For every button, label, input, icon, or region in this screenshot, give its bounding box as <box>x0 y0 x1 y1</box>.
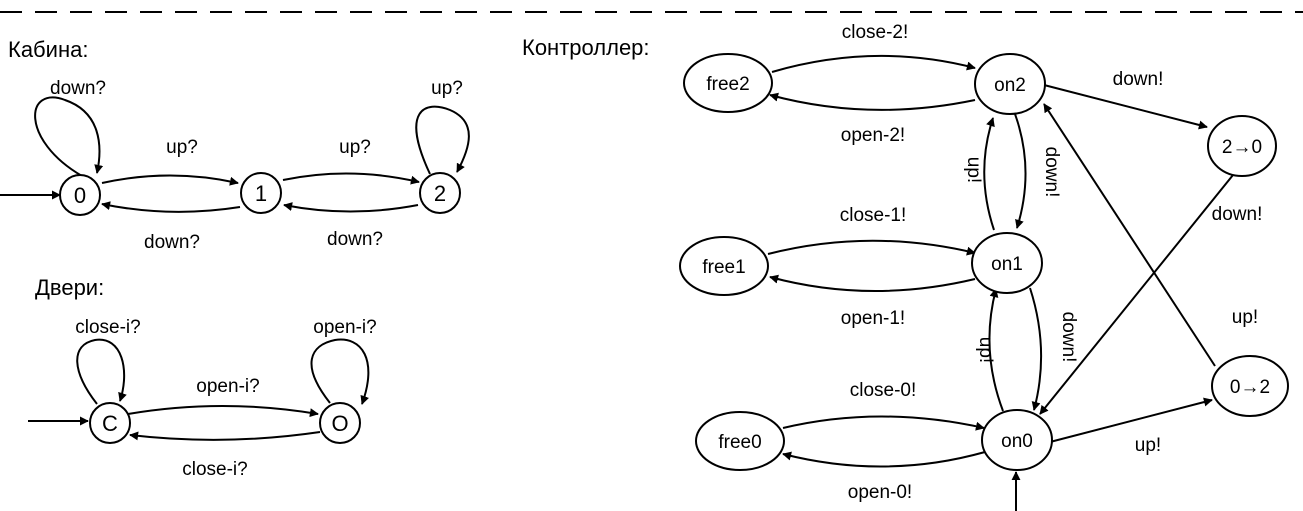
ctrl-label-open1: open-1! <box>841 308 905 329</box>
ctrl-state-t20-label: 2→0 <box>1222 137 1262 158</box>
ctrl-state-t02-label: 0→2 <box>1230 377 1270 398</box>
doors-label-loopO: open-i? <box>313 317 376 338</box>
ctrl-state-t20 <box>1207 115 1277 177</box>
ctrl-edge-on2-t20 <box>1043 84 1208 130</box>
doors-label-close: close-i? <box>182 459 247 480</box>
ctrl-label-down-t20: down! <box>1212 204 1263 225</box>
cabin-title: Кабина: <box>8 37 88 62</box>
ctrl-state-on2 <box>974 53 1046 115</box>
ctrl-state-free0-label: free0 <box>718 432 761 453</box>
ctrl-edge-open0 <box>782 451 986 468</box>
ctrl-label-up-on0-on1: up! <box>975 337 996 363</box>
cabin-edge-1-2 <box>282 172 420 185</box>
cabin-loop-2 <box>415 105 470 175</box>
ctrl-label-down-on2: down! <box>1113 69 1164 90</box>
ctrl-edge-close1 <box>767 239 976 256</box>
doors-state-c <box>89 402 131 444</box>
ctrl-label-close1: close-1! <box>840 205 907 226</box>
cabin-diagram: 0 1 2 down? up? up? up? down? down? <box>0 78 470 253</box>
ctrl-edge-close2 <box>771 54 976 73</box>
ctrl-label-up-on0: up! <box>1135 435 1161 456</box>
doors-edge-open <box>127 405 319 418</box>
ctrl-state-on1 <box>971 232 1043 294</box>
ctrl-state-free2-label: free2 <box>706 74 749 95</box>
ctrl-label-close0: close-0! <box>850 380 917 401</box>
cabin-edge-0-1 <box>101 174 239 186</box>
ctrl-edge-up-on0-on1 <box>988 288 1004 412</box>
ctrl-label-up-t02: up! <box>1232 307 1258 328</box>
ctrl-edge-on0-t02 <box>1049 397 1213 443</box>
cabin-label-loop2: up? <box>431 78 463 99</box>
cabin-edge-1-0 <box>101 201 241 213</box>
cabin-loop-0 <box>34 96 104 177</box>
ctrl-edge-up-on1-on2 <box>983 117 995 231</box>
cabin-state-2-label: 2 <box>434 181 446 206</box>
ctrl-state-on1-label: on1 <box>991 254 1023 275</box>
ctrl-label-up-on1-on2: up! <box>963 157 984 183</box>
ctrl-state-free1-label: free1 <box>702 257 745 278</box>
doors-loop-c <box>76 338 127 405</box>
ctrl-label-open2: open-2! <box>841 125 905 146</box>
ctrl-edge-down-on2-on1 <box>1014 113 1027 229</box>
cabin-state-1-label: 1 <box>255 181 267 206</box>
ctrl-edge-t20-on0 <box>1039 174 1234 415</box>
ctrl-edge-close0 <box>782 415 985 431</box>
cabin-label-loop0: down? <box>50 78 106 99</box>
doors-state-o <box>319 402 361 444</box>
cabin-label-up12: up? <box>339 137 371 158</box>
ctrl-state-free0 <box>695 411 785 471</box>
doors-loop-o <box>310 338 370 405</box>
ctrl-state-on2-label: on2 <box>994 75 1026 96</box>
ctrl-state-t02 <box>1211 355 1289 417</box>
doors-state-c-label: C <box>102 411 118 436</box>
ctrl-label-open0: open-0! <box>848 482 912 503</box>
controller-diagram: free2 on2 2→0 free1 on1 free0 on0 0→2 cl… <box>679 22 1289 511</box>
cabin-edge-2-1 <box>283 202 419 213</box>
ctrl-edge-open1 <box>769 274 976 293</box>
cabin-label-down21: down? <box>327 229 383 250</box>
cabin-label-down10: down? <box>144 232 200 253</box>
ctrl-state-on0-label: on0 <box>1001 431 1033 452</box>
ctrl-edge-t02-on2 <box>1043 103 1216 367</box>
doors-title: Двери: <box>35 275 104 300</box>
ctrl-edge-down-on1-on0 <box>1029 287 1043 411</box>
doors-state-o-label: O <box>331 411 348 436</box>
ctrl-label-down-on2-on1: down! <box>1041 147 1062 198</box>
doors-diagram: C O close-i? open-i? open-i? close-i? <box>28 317 377 480</box>
ctrl-state-free1 <box>679 236 769 296</box>
cabin-state-0 <box>59 174 101 216</box>
cabin-label-up01: up? <box>166 137 198 158</box>
cabin-state-1 <box>240 172 282 214</box>
doors-edge-close <box>129 431 321 441</box>
ctrl-state-on0 <box>981 409 1053 471</box>
ctrl-state-free2 <box>683 53 773 113</box>
ctrl-edge-open2 <box>769 92 976 111</box>
cabin-state-0-label: 0 <box>74 183 86 208</box>
doors-label-loopC: close-i? <box>75 317 140 338</box>
ctrl-label-down-on1-on0: down! <box>1058 312 1079 363</box>
cabin-state-2 <box>419 172 461 214</box>
ctrl-label-close2: close-2! <box>842 22 909 43</box>
doors-label-open: open-i? <box>196 376 259 397</box>
controller-title: Контроллер: <box>522 35 650 60</box>
